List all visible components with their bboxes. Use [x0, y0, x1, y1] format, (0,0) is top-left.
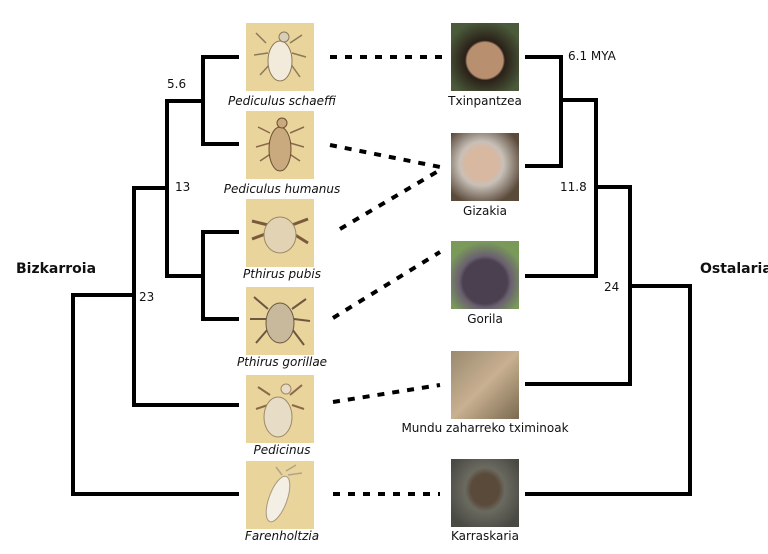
- association-pedicinus-monkey: [332, 383, 441, 404]
- node-label: 6.1 MYA: [568, 49, 616, 63]
- host-branch-chimp-human: [525, 55, 563, 168]
- node-label: 24: [604, 280, 620, 294]
- parasite-label: Pthirus gorillae: [236, 355, 328, 369]
- node-label: 13: [175, 180, 191, 194]
- parasite-branch-root: [71, 293, 239, 496]
- host-label: Gizakia: [463, 204, 507, 218]
- host-branch-root: [525, 284, 692, 496]
- parasite-label: Pthirus pubis: [243, 267, 321, 281]
- association-pubis-human: [338, 168, 442, 231]
- louse-image: [246, 23, 314, 91]
- parasite-label: Pediculus schaeffi: [228, 94, 336, 108]
- host-label: Txinpantzea: [448, 94, 522, 108]
- association-gorillae-gorilla: [331, 250, 442, 320]
- louse-image: [246, 461, 314, 529]
- host-label: Karraskaria: [451, 529, 519, 543]
- louse-image: [246, 111, 314, 179]
- rodent-image: [451, 459, 519, 527]
- node-label: 5.6: [167, 77, 187, 91]
- host-label: Mundu zaharreko tximinoak: [401, 421, 569, 435]
- parasite-group-label: Bizkarroia: [16, 261, 97, 277]
- parasite-label: Pedicinus: [253, 443, 311, 457]
- node-label: 11.8: [560, 180, 587, 194]
- host-label: Gorila: [467, 312, 503, 326]
- parasite-branch-pthirus: [201, 230, 239, 321]
- association-humanus-human: [329, 143, 441, 169]
- chimpanzee-image: [451, 23, 519, 91]
- parasite-label: Pediculus humanus: [223, 182, 341, 196]
- louse-image: [246, 199, 314, 267]
- parasite-label: Farenholtzia: [244, 529, 320, 543]
- monkey-image: [451, 351, 519, 419]
- node-label: 23: [139, 290, 155, 304]
- human-image: [451, 133, 519, 201]
- louse-image: [246, 375, 314, 443]
- gorilla-image: [451, 241, 519, 309]
- host-group-label: Ostalaria: [700, 261, 768, 277]
- louse-image: [246, 287, 314, 355]
